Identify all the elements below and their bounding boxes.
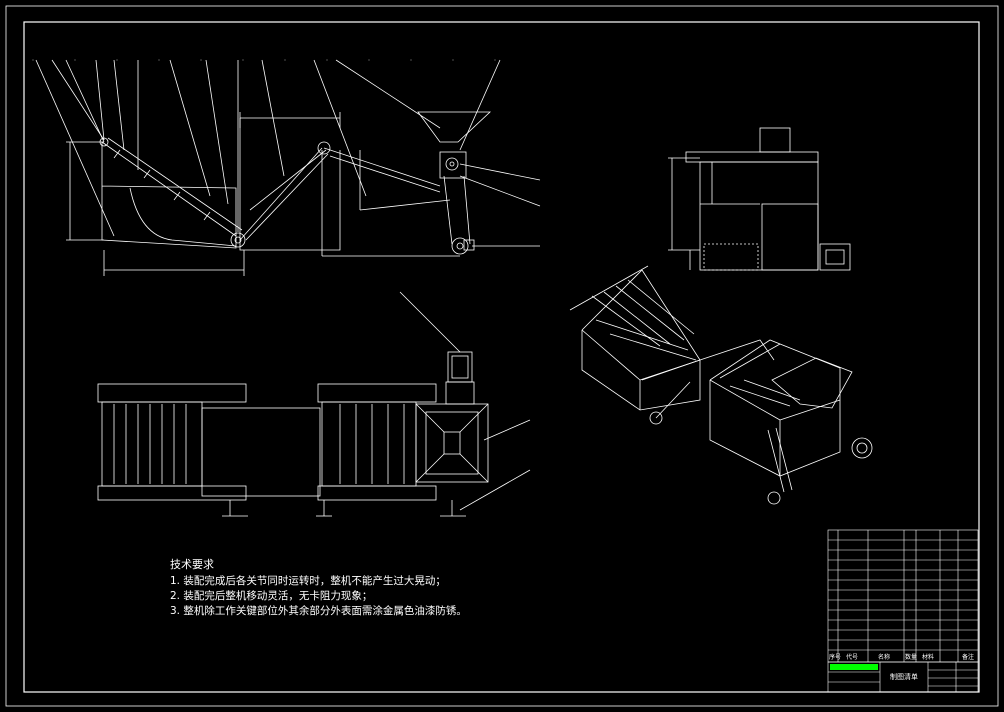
technical-requirement-2: 2. 装配完后整机移动灵活，无卡阻力现象； bbox=[170, 590, 373, 602]
front-view bbox=[32, 59, 541, 276]
title-block-header-no: 序号 bbox=[829, 654, 842, 661]
title-block-header-material: 材料 bbox=[922, 654, 935, 661]
drawing-title: 制图清单 bbox=[890, 673, 918, 681]
side-view bbox=[668, 127, 851, 271]
title-block-header-qty: 数量 bbox=[905, 654, 918, 661]
title-block bbox=[827, 529, 979, 693]
isometric-view bbox=[569, 265, 873, 505]
inner-border bbox=[23, 21, 980, 693]
top-view bbox=[97, 291, 531, 517]
technical-requirement-1: 1. 装配完成后各关节同时运转时，整机不能产生过大晃动； bbox=[170, 575, 446, 587]
technical-requirement-3: 3. 整机除工作关键部位外其余部分外表面需涂金属色油漆防锈。 bbox=[170, 605, 467, 617]
title-block-header-remark: 备注 bbox=[962, 654, 975, 661]
title-block-header-code: 代号 bbox=[846, 654, 859, 661]
outer-border bbox=[5, 5, 999, 707]
technical-requirements-title: 技术要求 bbox=[170, 558, 214, 571]
title-block-accent bbox=[830, 664, 878, 670]
title-block-header-name: 名称 bbox=[878, 654, 891, 661]
